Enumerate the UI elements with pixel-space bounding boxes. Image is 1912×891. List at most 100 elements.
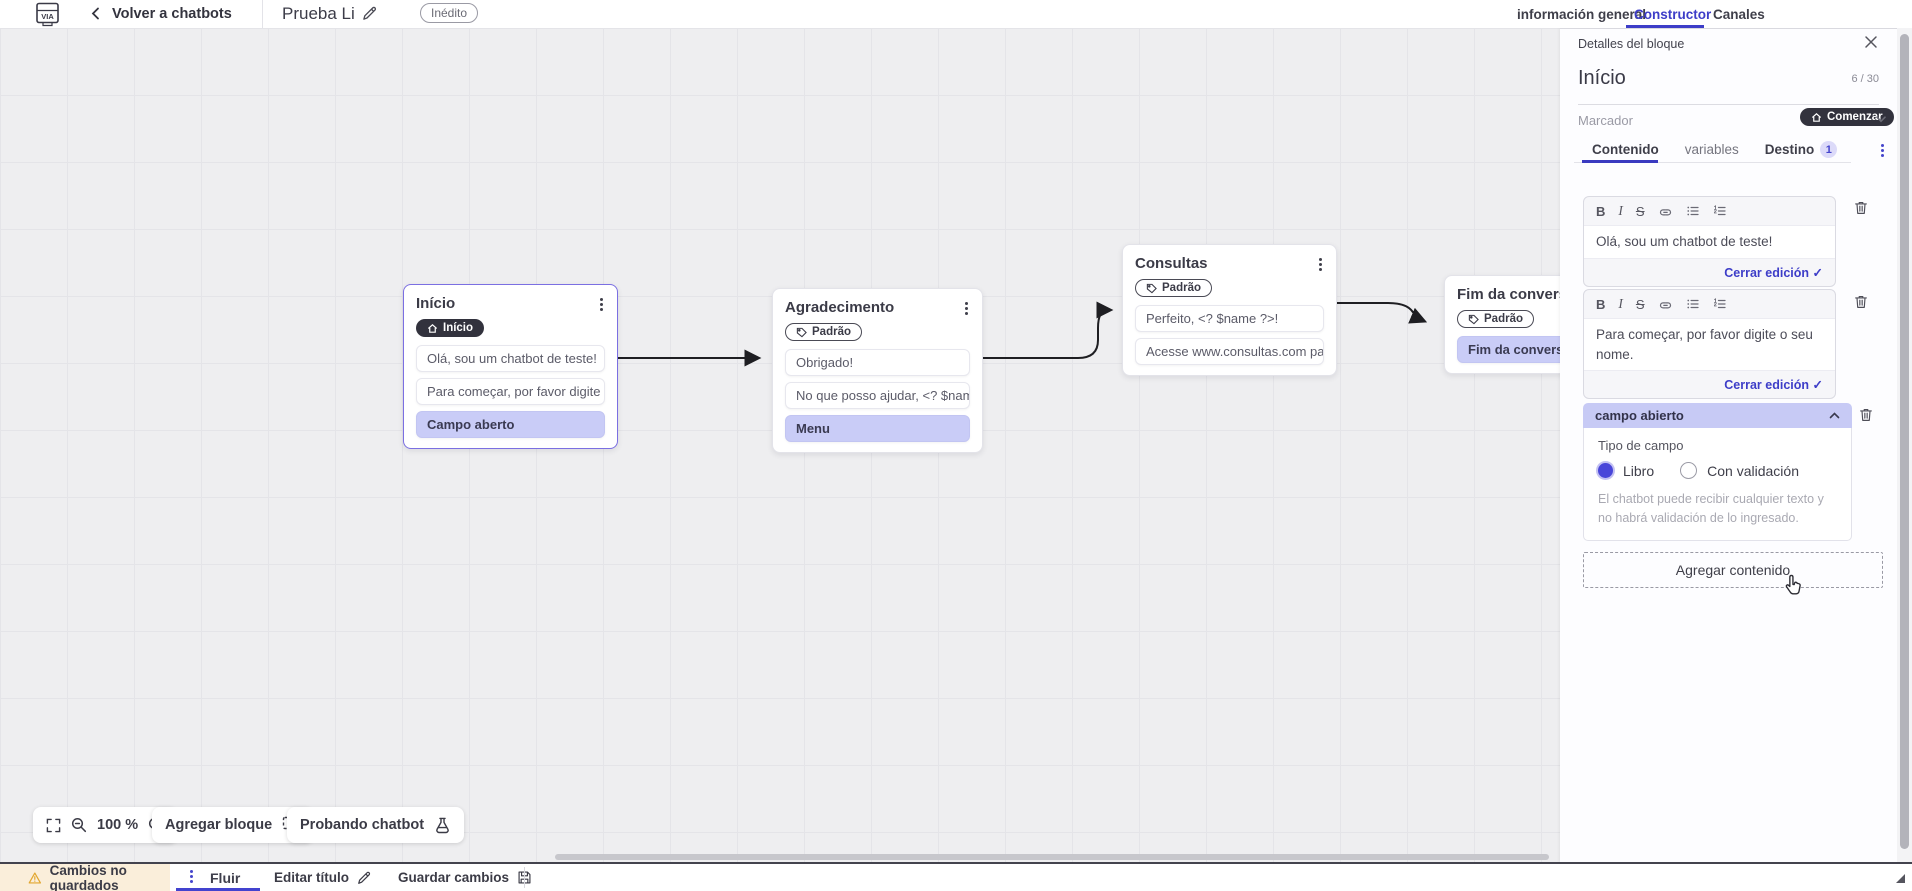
edit-title-button[interactable]: Editar título (274, 870, 371, 885)
node-row-campo-aberto[interactable]: Campo aberto (416, 410, 605, 438)
zoom-level: 100 % (97, 817, 139, 833)
bottom-bar: Cambios no guardados Fluir Editar título… (0, 862, 1912, 891)
node-menu-icon[interactable] (1319, 263, 1322, 266)
node-row[interactable]: Perfeito, <? $name ?>! (1135, 304, 1324, 332)
delete-content-icon[interactable] (1853, 293, 1869, 310)
node-consultas[interactable]: Consultas Padrão Perfeito, <? $name ?>! … (1122, 244, 1337, 376)
check-icon: ✓ (1812, 378, 1823, 393)
node-title: Início (416, 295, 456, 312)
italic-icon[interactable]: I (1618, 296, 1623, 311)
node-title: Agradecimento (785, 299, 895, 316)
pencil-icon (358, 871, 371, 884)
tab-contenido[interactable]: Contenido (1592, 142, 1659, 157)
radio-con-validacion[interactable] (1680, 462, 1698, 479)
bold-icon[interactable]: B (1596, 296, 1606, 312)
message-text-1[interactable]: Olá, sou um chatbot de teste! (1584, 225, 1835, 259)
add-content-button[interactable]: Agregar contenido (1583, 552, 1883, 588)
node-badge-padrao: Padrão (785, 323, 862, 341)
active-tab-underline (1626, 25, 1704, 28)
radio-con-validacion-label[interactable]: Con validación (1707, 462, 1799, 479)
node-agradecimento[interactable]: Agradecimento Padrão Obrigado! No que po… (772, 288, 983, 453)
horizontal-scrollbar[interactable] (555, 854, 1549, 860)
chatbot-title[interactable]: Prueba Li (282, 4, 355, 23)
numbered-list-icon[interactable] (1713, 204, 1727, 218)
radio-libro-label[interactable]: Libro (1623, 462, 1655, 479)
vertical-scrollbar-thumb[interactable] (1900, 34, 1909, 849)
tab-informacion-general[interactable]: información general (1517, 7, 1647, 22)
strikethrough-icon[interactable]: S (1635, 296, 1645, 312)
node-menu-icon[interactable] (965, 307, 968, 310)
tab-constructor[interactable]: Constructor (1634, 7, 1712, 22)
open-field-body: Tipo de campo Libro Con validación El ch… (1583, 428, 1852, 541)
edit-title-pencil-icon[interactable] (362, 6, 377, 21)
name-char-counter: 6 / 30 (1851, 73, 1879, 85)
panel-tabs-hairline (1574, 162, 1851, 163)
unsaved-changes-label: Cambios no guardados (49, 862, 127, 891)
footer-divider (524, 867, 525, 888)
node-row[interactable]: Acesse www.consultas.com par... (1135, 337, 1324, 365)
node-fim-da-conversa[interactable]: Fim da conversa Padrão Fim da conversa (1444, 275, 1560, 374)
node-badge-inicio: Início (416, 319, 485, 337)
link-icon[interactable] (1658, 297, 1673, 312)
node-row[interactable]: Obrigado! (785, 348, 970, 376)
tab-variables[interactable]: variables (1684, 142, 1739, 157)
link-icon[interactable] (1658, 204, 1673, 219)
radio-libro[interactable] (1598, 463, 1613, 478)
unsaved-changes-banner: Cambios no guardados (0, 862, 170, 891)
zoom-out-icon[interactable] (71, 817, 87, 833)
tab-canales[interactable]: Canales (1713, 7, 1765, 22)
open-field-section: campo abierto Tipo de campo Libro Con va… (1583, 403, 1852, 541)
node-row-fim[interactable]: Fim da conversa (1457, 335, 1560, 363)
open-field-header[interactable]: campo abierto (1583, 403, 1852, 428)
block-name-input[interactable]: Início (1578, 67, 1626, 89)
close-edit-link-2[interactable]: Cerrar edición ✓ (1724, 378, 1823, 393)
tab-fluir[interactable]: Fluir (210, 870, 241, 886)
delete-content-icon[interactable] (1858, 406, 1874, 423)
bullet-list-icon[interactable] (1686, 204, 1700, 218)
flow-menu-icon[interactable] (190, 875, 193, 878)
flow-canvas[interactable]: Início Início Olá, sou um chatbot de tes… (0, 28, 1560, 862)
close-edit-link-1[interactable]: Cerrar edición ✓ (1724, 265, 1823, 280)
check-icon: ✓ (1812, 265, 1823, 280)
close-icon[interactable] (1864, 35, 1878, 49)
editor-toolbar: B I S (1584, 290, 1835, 318)
warning-icon (28, 871, 42, 884)
node-inicio[interactable]: Início Início Olá, sou um chatbot de tes… (403, 284, 618, 449)
back-chevron-icon[interactable] (90, 7, 101, 20)
marker-chevron-down-icon[interactable] (1876, 116, 1886, 123)
home-icon (427, 323, 438, 333)
node-menu-icon[interactable] (600, 303, 603, 306)
add-block-button[interactable]: Agregar bloque (152, 807, 314, 843)
active-flow-tab-underline (176, 888, 260, 891)
fullscreen-icon[interactable] (46, 818, 61, 833)
status-badge: Inédito (420, 3, 479, 23)
message-text-2[interactable]: Para começar, por favor digite o seu nom… (1584, 318, 1835, 372)
marker-label: Marcador (1578, 113, 1633, 128)
add-block-label: Agregar bloque (165, 817, 273, 833)
node-row[interactable]: Olá, sou um chatbot de teste! (416, 344, 605, 372)
save-changes-button[interactable]: Guardar cambios (398, 870, 532, 885)
field-type-options: Libro Con validación (1598, 462, 1837, 479)
strikethrough-icon[interactable]: S (1635, 203, 1645, 219)
node-row[interactable]: No que posso ajudar, <? $name ... (785, 381, 970, 409)
tag-icon (1146, 283, 1157, 293)
node-row[interactable]: Para começar, por favor digite o ... (416, 377, 605, 405)
bullet-list-icon[interactable] (1686, 297, 1700, 311)
test-chatbot-button[interactable]: Probando chatbot (287, 807, 465, 843)
svg-text:VIA: VIA (41, 12, 54, 21)
back-to-chatbots-link[interactable]: Volver a chatbots (112, 6, 232, 22)
chevron-up-icon[interactable] (1829, 412, 1840, 419)
numbered-list-icon[interactable] (1713, 297, 1727, 311)
node-badge-padrao: Padrão (1135, 279, 1212, 297)
delete-content-icon[interactable] (1853, 199, 1869, 216)
bold-icon[interactable]: B (1596, 203, 1606, 219)
panel-menu-icon[interactable] (1881, 149, 1884, 152)
text-editor-1: B I S Olá, sou um chatbot de teste! Cerr… (1583, 196, 1836, 287)
italic-icon[interactable]: I (1618, 203, 1623, 218)
vertical-scrollbar-track[interactable] (1897, 28, 1912, 862)
tab-destino[interactable]: Destino 1 (1765, 141, 1838, 158)
node-row-menu[interactable]: Menu (785, 414, 970, 442)
connector-arrows (592, 301, 1428, 367)
marker-value-pill[interactable]: Comenzar (1800, 108, 1894, 126)
